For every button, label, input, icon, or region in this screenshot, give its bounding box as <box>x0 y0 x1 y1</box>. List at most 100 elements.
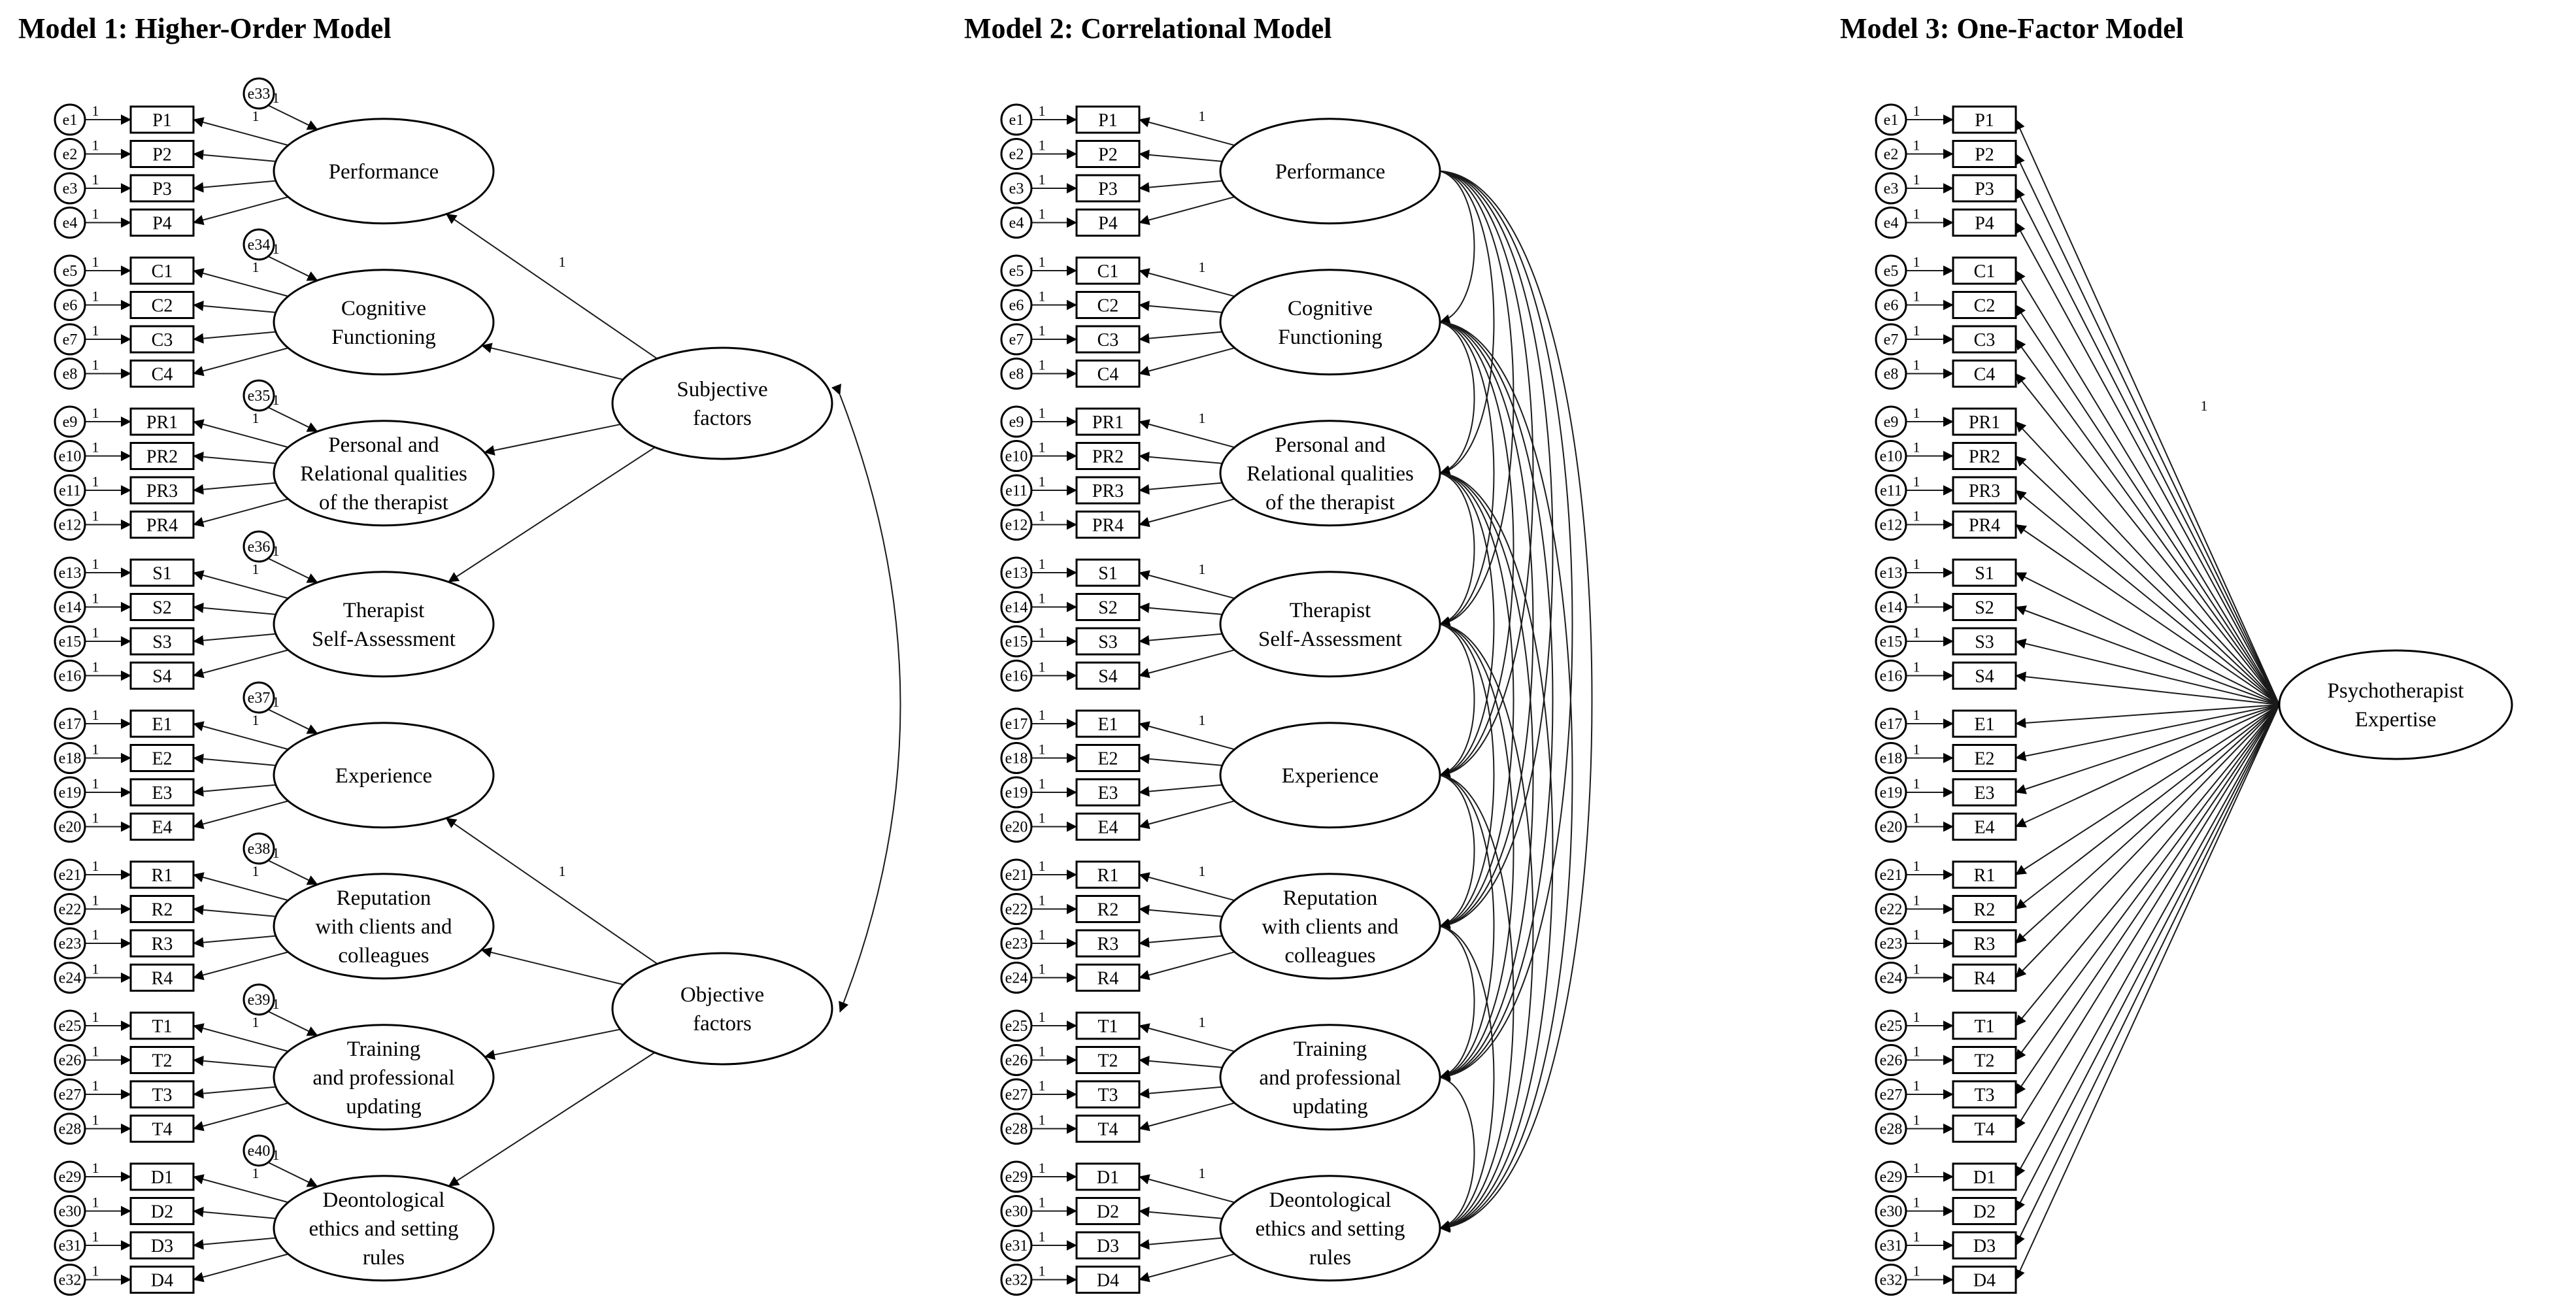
factor-label: Performance <box>329 160 439 184</box>
error-term <box>1875 927 1907 960</box>
fixed-loading-label: 1 <box>1198 712 1205 728</box>
indicator-label: T3 <box>1097 1085 1118 1105</box>
error-label: e21 <box>1880 867 1903 884</box>
factor-label: rules <box>1309 1246 1351 1270</box>
fixed-loading-label: 1 <box>1039 892 1046 909</box>
loading-path <box>2015 605 2280 705</box>
fixed-loading-label: 1 <box>1913 1194 1920 1211</box>
factor-label: and professional <box>1259 1066 1401 1090</box>
error-label: e3 <box>63 180 78 197</box>
error-term <box>1000 660 1033 692</box>
error-term <box>1875 323 1907 356</box>
fixed-loading-label: 1 <box>1039 1194 1046 1211</box>
covariance-path <box>1429 1069 1475 1231</box>
fixed-loading-label: 1 <box>1913 439 1920 456</box>
fixed-loading-label: 1 <box>92 439 99 456</box>
second-order-path <box>484 1028 621 1060</box>
error-label: e27 <box>1880 1087 1903 1103</box>
fixed-loading-label: 1 <box>92 858 99 874</box>
loading-path <box>193 268 289 297</box>
factor-label: with clients and <box>1262 915 1399 939</box>
indicator-label: C2 <box>1974 296 1996 316</box>
factor-label: Deontological <box>323 1188 445 1212</box>
indicator-box <box>1075 709 1141 738</box>
indicator-label: C3 <box>1097 330 1119 350</box>
error-label: e24 <box>59 970 82 987</box>
fixed-loading-label: 1 <box>1198 561 1205 577</box>
error-term <box>1875 893 1907 925</box>
error-label: e29 <box>59 1169 82 1186</box>
indicator-label: P1 <box>1975 110 1994 131</box>
indicator-label: P3 <box>152 179 172 199</box>
indicator-box <box>1952 1266 2017 1294</box>
error-term <box>1875 138 1907 170</box>
indicator-label: T1 <box>1974 1017 1994 1037</box>
loading-path <box>193 300 276 313</box>
indicator-label: P3 <box>1098 179 1118 199</box>
factor-label: Cognitive <box>1288 297 1373 320</box>
fixed-loading-label: 1 <box>92 810 99 826</box>
second-order-label: Objective <box>680 983 764 1007</box>
fixed-loading-label: 1 <box>252 561 259 577</box>
indicator-label: P2 <box>1098 145 1118 165</box>
disturbance-label: e33 <box>248 86 271 103</box>
loading-path <box>1139 872 1235 901</box>
indicator-label: PR2 <box>1092 447 1124 467</box>
indicator-label: D3 <box>1973 1236 1996 1256</box>
indicator-label: E1 <box>152 715 172 735</box>
fixed-loading-label: 1 <box>1039 171 1046 188</box>
error-term <box>54 440 86 472</box>
loading-path <box>1139 602 1223 615</box>
indicator-box <box>1952 209 2017 237</box>
error-label: e27 <box>59 1087 82 1103</box>
loading-path <box>2015 704 2280 1095</box>
error-label: e16 <box>1880 668 1903 685</box>
factor-label: Functioning <box>331 326 436 349</box>
fixed-loading-label: 1 <box>1039 1077 1046 1094</box>
indicator-box <box>129 360 195 388</box>
loading-path <box>2015 704 2280 1177</box>
error-label: e28 <box>1880 1121 1903 1138</box>
fixed-loading-label: 1 <box>1913 858 1920 874</box>
factor-label: Training <box>347 1037 420 1061</box>
indicator-box <box>1952 1115 2017 1143</box>
indicator-label: C2 <box>152 296 173 316</box>
loading-path <box>2015 704 2280 944</box>
fixed-loading-label: 1 <box>92 1043 99 1060</box>
indicator-label: R2 <box>1974 900 1996 920</box>
fixed-loading-label: 1 <box>1913 961 1920 977</box>
indicator-box <box>1075 778 1141 807</box>
fixed-loading-label: 1 <box>252 863 259 879</box>
covariance-path <box>1429 164 1514 628</box>
second-order-label: factors <box>693 1012 752 1036</box>
indicator-label: R3 <box>152 934 173 954</box>
fixed-loading-label: 1 <box>1913 707 1920 723</box>
error-term <box>1000 1113 1033 1145</box>
error-label: e18 <box>1005 750 1028 767</box>
error-label: e23 <box>1880 935 1903 952</box>
error-label: e19 <box>1005 784 1028 801</box>
disturbance-path <box>267 256 318 281</box>
loading-path <box>1139 1237 1223 1250</box>
covariance-path <box>1429 768 1514 1232</box>
fixed-loading-label: 1 <box>1913 775 1920 792</box>
loading-path <box>2015 704 2280 794</box>
disturbance-path <box>267 558 318 583</box>
error-label: e22 <box>59 901 82 918</box>
indicator-label: T4 <box>1097 1120 1118 1140</box>
error-term <box>1000 1009 1033 1042</box>
disturbance-label: e40 <box>248 1143 271 1160</box>
factor-label: Personal and <box>1275 433 1386 457</box>
factor-ellipse <box>1219 722 1441 829</box>
loading-path <box>1139 1023 1235 1053</box>
loading-path <box>193 1253 289 1283</box>
fixed-loading-label: 1 <box>1913 659 1920 675</box>
error-term <box>54 405 86 438</box>
error-label: e31 <box>1880 1238 1903 1255</box>
error-label: e23 <box>1005 935 1028 952</box>
fixed-loading-label: 1 <box>1039 1009 1046 1025</box>
indicator-label: C1 <box>1097 261 1119 282</box>
indicator-label: S4 <box>152 667 172 687</box>
error-term <box>1000 591 1033 623</box>
disturbance-label: e34 <box>248 237 271 254</box>
